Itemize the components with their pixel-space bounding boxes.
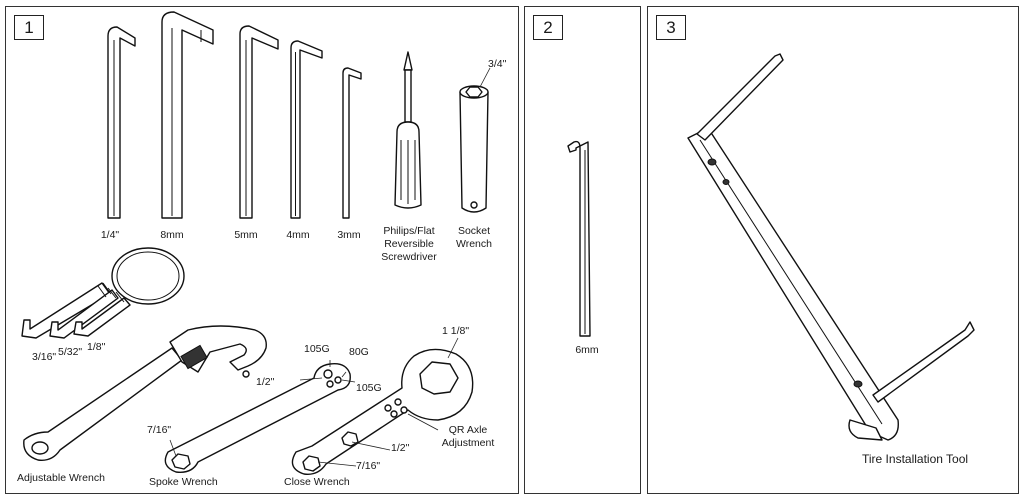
hex-key-ring: [21, 247, 185, 339]
spoke-wrench-label: Spoke Wrench: [149, 476, 218, 488]
ring-key-label: 5/32": [58, 346, 83, 358]
hex-key-3mm: [342, 67, 362, 219]
spoke-size-label: 105G: [304, 343, 330, 355]
spoke-size-label: 80G: [349, 346, 369, 358]
close-wrench: [291, 337, 474, 475]
hex-key-label: 1/4": [100, 229, 120, 241]
hex-key-label: 5mm: [234, 229, 258, 241]
hex-key-label: 4mm: [286, 229, 310, 241]
spoke-wrench: [164, 360, 356, 473]
socket-size-label: 3/4": [488, 58, 507, 70]
panel-number: 2: [533, 15, 563, 40]
hex-key-6mm: [567, 140, 591, 337]
hex-key-label: 3mm: [337, 229, 361, 241]
spoke-size-label: 7/16": [147, 424, 172, 436]
qr-axle-label: QR Axle Adjustment: [441, 424, 495, 449]
panel-2: 2: [524, 6, 641, 494]
socket-wrench-label: Socket Wrench: [456, 225, 492, 250]
socket-wrench: [459, 67, 491, 213]
hex-key-1-4: [107, 26, 136, 219]
adjustable-wrench-label: Adjustable Wrench: [17, 472, 105, 484]
ring-key-label: 3/16": [32, 351, 57, 363]
tire-tool-label: Tire Installation Tool: [862, 452, 969, 466]
adjustable-wrench: [23, 325, 267, 461]
hex-key-8mm: [161, 11, 214, 219]
tire-installation-tool: [687, 53, 975, 441]
hex-key-6mm-label: 6mm: [575, 344, 599, 356]
hex-key-5mm: [239, 25, 279, 219]
panel-number: 3: [656, 15, 686, 40]
screwdriver: [394, 51, 422, 209]
hex-key-label: 8mm: [160, 229, 184, 241]
close-size-label: 7/16": [356, 460, 381, 472]
close-wrench-label: Close Wrench: [284, 476, 350, 488]
close-size-label: 1/2": [391, 442, 410, 454]
panel-number: 1: [14, 15, 44, 40]
ring-key-label: 1/8": [87, 341, 106, 353]
hex-key-4mm: [290, 40, 323, 219]
close-size-label: 1 1/8": [442, 325, 470, 337]
spoke-size-label: 105G: [356, 382, 382, 394]
panel-3: 3: [647, 6, 1019, 494]
screwdriver-label: Philips/Flat Reversible Screwdriver: [381, 225, 437, 263]
spoke-size-label: 1/2": [256, 376, 275, 388]
